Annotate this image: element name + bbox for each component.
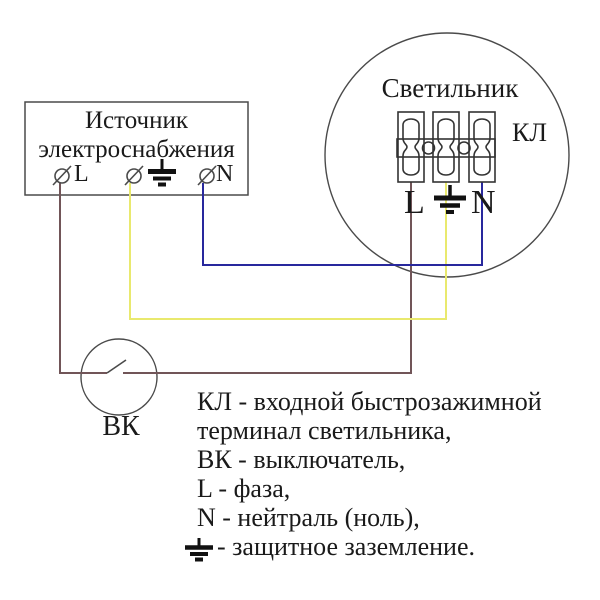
legend-line-kl-2: терминал светильника,: [197, 416, 452, 445]
legend-line-l: L - фаза,: [197, 474, 291, 503]
source-terminal-label-l: L: [74, 161, 89, 187]
earth-icon-legend: [185, 538, 213, 562]
terminal-bone-pe: [437, 118, 455, 176]
terminal-screw-icon: [457, 141, 471, 155]
earth-icon-fixture: [434, 185, 466, 214]
legend-line-vk: ВК - выключатель,: [197, 445, 406, 474]
terminal-circle-slash-icon-l: [52, 165, 72, 186]
neutral-wire: [202, 182, 483, 266]
terminal-circle-slash-icon-pe: [124, 165, 144, 186]
legend-line-earth: - защитное заземление.: [185, 532, 587, 562]
terminal-circle-slash-icon-n: [197, 165, 217, 186]
terminal-screw-icon: [421, 141, 436, 155]
terminal-bone-n: [473, 118, 491, 176]
terminal-block-strip: [396, 138, 496, 158]
fixture-title: Светильник: [381, 73, 519, 103]
phase-wire: [59, 182, 412, 374]
fixture-terminal-label-n: N: [471, 184, 496, 221]
power-source-box: [24, 101, 249, 196]
terminal-bone-l: [402, 118, 420, 176]
terminal-block: [396, 111, 496, 183]
legend-earth-text: - защитное заземление.: [217, 532, 475, 561]
terminal-cell-pe: [432, 111, 460, 183]
source-terminal-symbols: [52, 165, 217, 186]
terminal-block-label: КЛ: [512, 118, 547, 147]
legend-line-n: N - нейтраль (ноль),: [197, 503, 420, 532]
source-terminal-label-n: N: [216, 161, 234, 187]
power-source-title: Источник электроснабжения: [38, 107, 235, 163]
switch-label: ВК: [102, 411, 140, 442]
terminal-cell-l: [397, 111, 425, 183]
legend-line-kl: КЛ - входной быстрозажимной: [197, 387, 542, 416]
ground-wire: [129, 182, 447, 320]
legend: КЛ - входной быстрозажимной терминал све…: [185, 387, 587, 562]
fixture-terminal-label-l: L: [404, 184, 425, 221]
switch-blade: [106, 359, 127, 374]
switch-circle: [80, 338, 158, 416]
earth-icon-source: [148, 159, 176, 187]
terminal-cell-n: [468, 111, 496, 183]
